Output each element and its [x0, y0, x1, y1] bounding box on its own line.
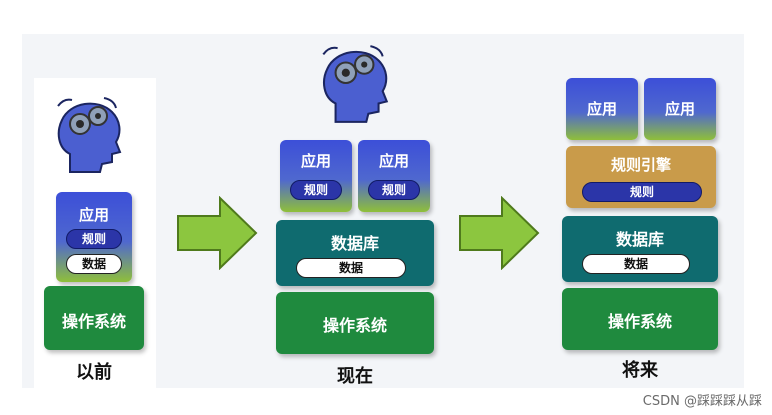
data-pill: 数据	[582, 254, 690, 274]
rule-engine-label: 规则引擎	[610, 156, 671, 174]
app-label: 应用	[586, 100, 617, 118]
thinking-head-icon	[52, 92, 124, 176]
os-label: 操作系统	[322, 316, 387, 335]
app-box: 应用	[566, 78, 638, 140]
stage-caption: 将来	[622, 360, 658, 381]
app-label: 应用	[378, 152, 409, 170]
os-box: 操作系统	[44, 286, 144, 350]
stage-caption: 以前	[76, 362, 112, 383]
database-box: 数据库 数据	[562, 216, 718, 282]
os-label: 操作系统	[607, 312, 672, 331]
rule-engine-box: 规则引擎 规则	[566, 146, 716, 208]
right-arrow-icon	[176, 196, 258, 270]
rules-pill: 规则	[368, 180, 420, 200]
rules-pill: 规则	[582, 182, 702, 202]
rules-pill: 规则	[66, 229, 122, 249]
app-label: 应用	[300, 152, 331, 170]
database-box: 数据库 数据	[276, 220, 434, 286]
os-box: 操作系统	[276, 292, 434, 354]
data-pill: 数据	[296, 258, 406, 278]
os-box: 操作系统	[562, 288, 718, 350]
app-box: 应用 规则 数据	[56, 192, 132, 282]
right-arrow-icon	[458, 196, 540, 270]
thinking-head-icon	[316, 40, 392, 126]
database-label: 数据库	[330, 234, 379, 253]
database-label: 数据库	[615, 230, 664, 249]
data-pill: 数据	[66, 254, 122, 274]
watermark: CSDN @踩踩踩从踩	[642, 394, 762, 409]
app-box: 应用	[644, 78, 716, 140]
app-label: 应用	[78, 206, 109, 224]
stage-caption: 现在	[337, 366, 373, 387]
rules-pill: 规则	[290, 180, 342, 200]
os-label: 操作系统	[61, 312, 126, 331]
app-box: 应用 规则	[358, 140, 430, 212]
app-label: 应用	[664, 100, 695, 118]
app-box: 应用 规则	[280, 140, 352, 212]
